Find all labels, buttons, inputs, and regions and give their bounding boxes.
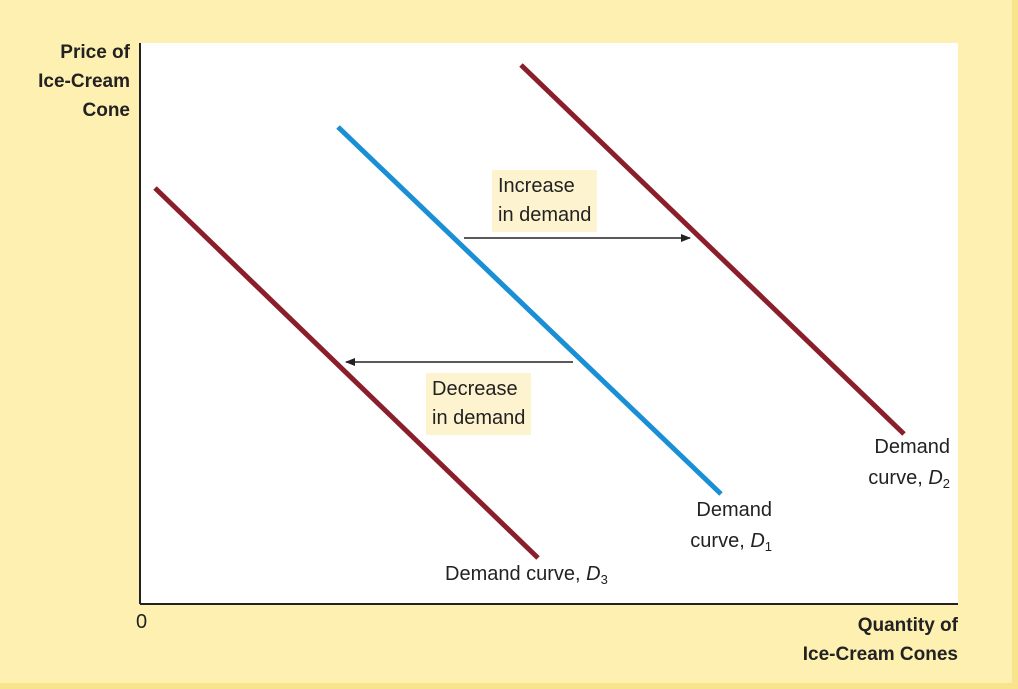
y-axis-label-line-1: Price of	[60, 42, 130, 63]
demand-curve-d3-label: Demand curve, D3	[445, 563, 608, 587]
y-axis-label: Price of Ice-Cream Cone	[38, 38, 130, 125]
d1-label-line-1: Demand	[696, 499, 772, 521]
demand-curve-d2-label: Demand curve, D2	[868, 432, 950, 499]
increase-label-line-2: in demand	[498, 204, 592, 226]
x-axis-label-line-2: Ice-Cream Cones	[802, 644, 958, 665]
decrease-label-line-2: in demand	[432, 407, 526, 429]
origin-label: 0	[136, 611, 148, 633]
increase-in-demand-label: Increase in demand	[492, 170, 598, 232]
decrease-in-demand-label: Decrease in demand	[426, 373, 532, 435]
x-axis-label-line-1: Quantity of	[857, 615, 958, 636]
d2-label-line-2: curve, D2	[868, 467, 950, 491]
demand-curve-d1-label: Demand curve, D1	[690, 495, 772, 562]
y-axis-label-line-3: Cone	[82, 100, 131, 121]
y-axis-label-line-2: Ice-Cream	[38, 71, 130, 92]
demand-curve-d1-line	[336, 125, 723, 496]
demand-curve-d3-line	[153, 186, 540, 560]
x-axis-label: Quantity of Ice-Cream Cones	[803, 611, 958, 669]
increase-label-line-1: Increase	[498, 175, 575, 197]
demand-curve-d2-line	[519, 63, 906, 436]
plot-area	[140, 43, 958, 604]
d1-label-line-2: curve, D1	[690, 530, 772, 554]
d2-label-line-1: Demand	[874, 436, 950, 458]
decrease-label-line-1: Decrease	[432, 378, 518, 400]
